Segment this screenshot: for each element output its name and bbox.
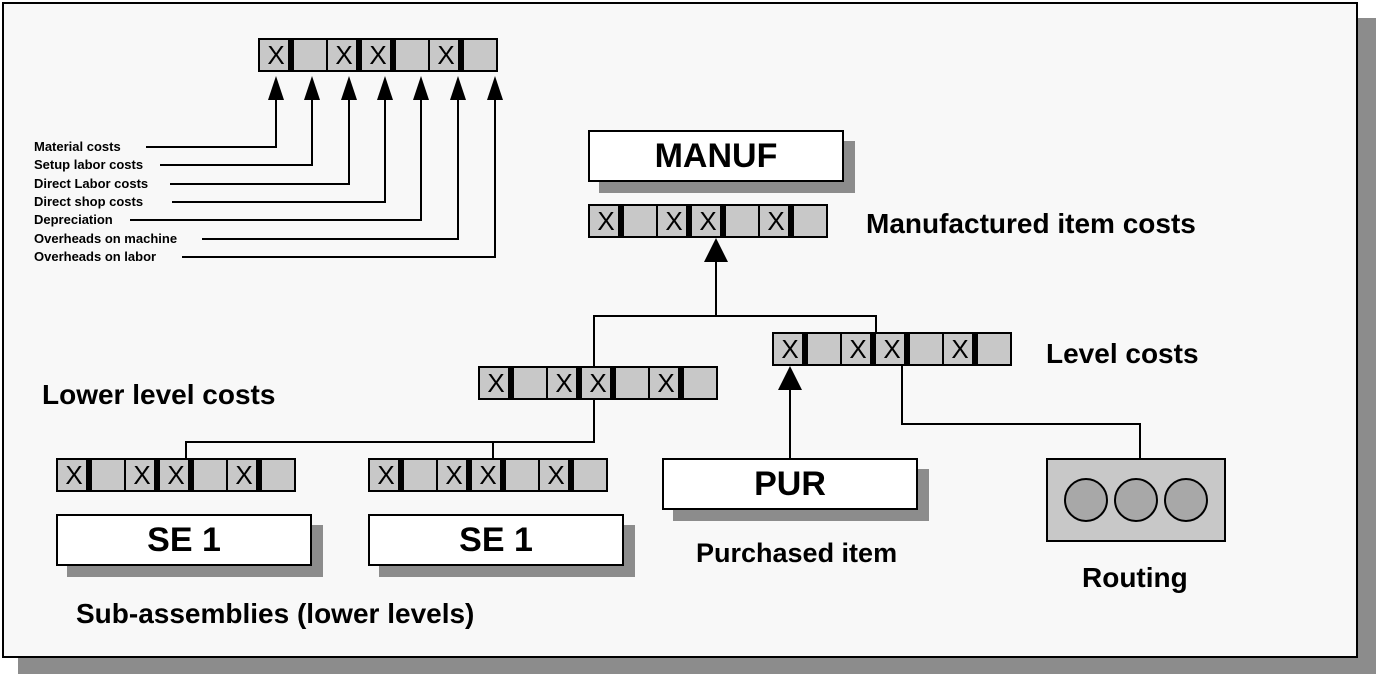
se1-left-box: SE 1 (56, 514, 312, 566)
legend-overheads-labor: Overheads on labor (34, 249, 157, 264)
cost-cell: X (436, 458, 472, 492)
routing-label: Routing (1082, 562, 1188, 593)
cost-cell: X (648, 366, 684, 400)
cost-cell: X (874, 332, 910, 366)
cost-cell: X (368, 458, 404, 492)
cost-cell (462, 38, 498, 72)
routing-operation-circle (1064, 478, 1108, 522)
cost-cell (724, 204, 760, 238)
level-costs-label: Level costs (1046, 338, 1199, 369)
cost-cell: X (56, 458, 92, 492)
cost-cell (614, 366, 650, 400)
cost-cell: X (226, 458, 262, 492)
cost-cell (682, 366, 718, 400)
cost-bar-lower-level: X X X X (478, 366, 718, 400)
cost-cell: X (158, 458, 194, 492)
cost-cell: X (258, 38, 294, 72)
se1-right-box: SE 1 (368, 514, 624, 566)
legend-setup-labor-costs: Setup labor costs (34, 157, 144, 172)
legend-direct-labor-costs: Direct Labor costs (34, 176, 149, 191)
manufactured-costs-label: Manufactured item costs (866, 208, 1196, 239)
purchased-item-label: Purchased item (696, 538, 898, 568)
pur-box: PUR (662, 458, 918, 510)
cost-cell: X (478, 366, 514, 400)
subassemblies-label: Sub-assemblies (lower levels) (76, 598, 475, 629)
cost-cell (908, 332, 944, 366)
cost-cell (792, 204, 828, 238)
cost-cell (806, 332, 842, 366)
cost-bar-level: X X X X (772, 332, 1012, 366)
cost-cell: X (546, 366, 582, 400)
cost-cell (192, 458, 228, 492)
cost-cell: X (772, 332, 808, 366)
cost-cell: X (326, 38, 362, 72)
cost-cell: X (124, 458, 160, 492)
routing-box (1046, 458, 1226, 542)
cost-cell: X (758, 204, 794, 238)
lower-level-costs-label: Lower level costs (42, 379, 276, 410)
cost-cell: X (538, 458, 574, 492)
legend-overheads-machine: Overheads on machine (34, 231, 178, 246)
cost-cell: X (840, 332, 876, 366)
cost-cell: X (656, 204, 692, 238)
cost-cell (512, 366, 548, 400)
cost-cell (402, 458, 438, 492)
legend-depreciation: Depreciation (34, 212, 113, 227)
cost-bar-se1-left: X X X X (56, 458, 296, 492)
cost-cell (976, 332, 1012, 366)
cost-bar-legend: X X X X (258, 38, 498, 72)
cost-bar-se1-right: X X X X (368, 458, 608, 492)
routing-operation-circle (1164, 478, 1208, 522)
cost-bar-manufactured: X X X X (588, 204, 828, 238)
cost-cell (572, 458, 608, 492)
cost-cell (292, 38, 328, 72)
legend-direct-shop-costs: Direct shop costs (34, 194, 144, 209)
manuf-box: MANUF (588, 130, 844, 182)
cost-cell: X (360, 38, 396, 72)
cost-cell (504, 458, 540, 492)
cost-cell (394, 38, 430, 72)
cost-cell: X (470, 458, 506, 492)
cost-cell: X (580, 366, 616, 400)
routing-operation-circle (1114, 478, 1158, 522)
legend-material-costs: Material costs (34, 139, 121, 154)
cost-cell: X (428, 38, 464, 72)
cost-cell (622, 204, 658, 238)
cost-cell: X (588, 204, 624, 238)
cost-cell (90, 458, 126, 492)
cost-cell: X (942, 332, 978, 366)
cost-cell (260, 458, 296, 492)
cost-cell: X (690, 204, 726, 238)
